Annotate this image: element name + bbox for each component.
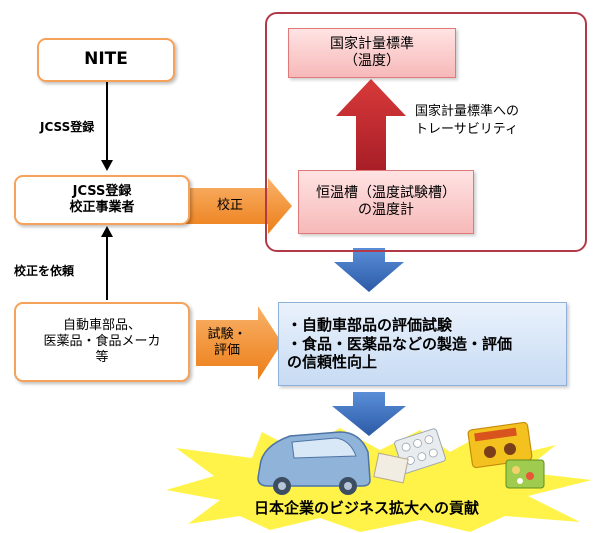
manufacturers-line-1: 自動車部品、 xyxy=(62,317,141,333)
arrow-request-up xyxy=(101,226,113,300)
outcome-line-2: ・食品・医薬品などの製造・評価 xyxy=(287,334,513,353)
request-calibration-label: 校正を依頼 xyxy=(14,264,75,278)
medicine-pack-icon xyxy=(373,428,446,484)
traceability-line-1: 国家計量標準への xyxy=(415,104,520,119)
contribution-text: 日本企業のビジネス拡大への貢献 xyxy=(254,499,480,517)
traceability-text: 国家計量標準への トレーサビリティ xyxy=(415,103,519,138)
chamber-line-1: 恒温槽（温度試験槽） xyxy=(316,184,456,201)
national-standard-line-1: 国家計量標準 xyxy=(330,35,414,52)
test-eval-arrow xyxy=(196,306,282,380)
test-eval-line-2: 評価 xyxy=(213,343,240,358)
jcss-operator-box: JCSS登録 校正事業者 xyxy=(14,175,190,225)
manufacturers-box: 自動車部品、 医薬品・食品メーカ 等 xyxy=(14,302,190,382)
national-standard-line-2: （温度） xyxy=(344,53,400,69)
manufacturers-line-2: 医薬品・食品メーカ xyxy=(43,333,161,349)
traceability-line-2: トレーサビリティ xyxy=(415,121,518,137)
chamber-thermometer-box: 恒温槽（温度試験槽） の温度計 xyxy=(298,170,474,234)
calibration-arrow xyxy=(183,178,292,234)
national-standard-box: 国家計量標準 （温度） xyxy=(288,28,456,78)
down-arrow-1 xyxy=(334,248,404,292)
jcss-register-label: JCSS登録 xyxy=(40,120,95,134)
arrow-nite-to-operator xyxy=(101,82,113,171)
jcss-operator-line-2: 校正事業者 xyxy=(69,200,135,215)
traceability-frame xyxy=(265,12,587,252)
down-arrow-2 xyxy=(332,392,406,436)
traceability-arrow xyxy=(336,79,406,170)
nite-box: NITE xyxy=(37,38,175,82)
car-icon xyxy=(257,431,371,495)
food-icon xyxy=(467,421,545,489)
nite-label: NITE xyxy=(84,49,128,70)
outcome-line-1: ・自動車部品の評価試験 xyxy=(287,315,453,334)
manufacturers-line-3: 等 xyxy=(95,350,109,366)
outcome-line-3: の信頼性向上 xyxy=(287,353,378,372)
chamber-line-2: の温度計 xyxy=(358,202,414,218)
jcss-operator-line-1: JCSS登録 xyxy=(72,183,132,199)
calibration-arrow-text: 校正 xyxy=(216,198,243,214)
test-eval-line-1: 試験・ xyxy=(207,327,247,343)
calibration-arrow-label: 校正 xyxy=(200,196,260,216)
test-eval-arrow-label: 試験・ 評価 xyxy=(200,324,254,362)
outcomes-box: ・自動車部品の評価試験 ・食品・医薬品などの製造・評価 の信頼性向上 xyxy=(278,302,567,386)
